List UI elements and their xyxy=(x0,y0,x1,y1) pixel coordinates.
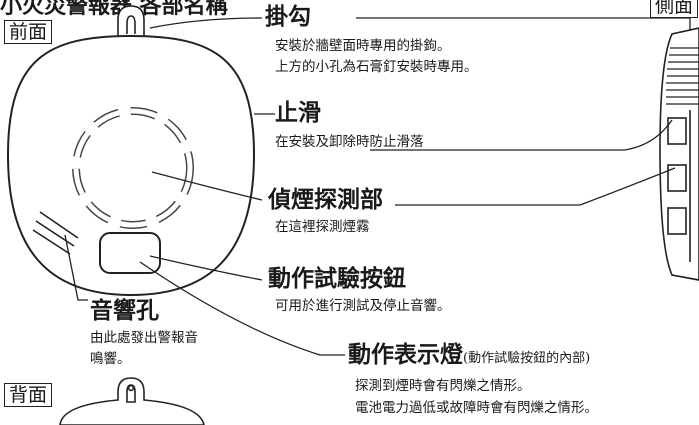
side-view-shape xyxy=(659,27,699,281)
part-lamp-title: 動作表示燈(動作試驗按鈕的內部) xyxy=(348,342,590,372)
part-sound-line-1: 由此處發出警報音 xyxy=(90,330,198,346)
test-button-shape xyxy=(99,232,161,274)
side-view-label: 側面 xyxy=(650,0,699,18)
part-antislip-title: 止滑 xyxy=(275,99,321,126)
part-sensor-title: 偵煙探測部 xyxy=(268,186,383,213)
back-view-label: 背面 xyxy=(4,383,53,407)
part-lamp-line-2: 電池電力過低或故障時會有閃爍之情形。 xyxy=(355,400,598,416)
part-sensor-line-1: 在這裡探測煙霧 xyxy=(275,219,370,235)
part-hook-line-2: 上方的小孔為石膏釘安裝時專用。 xyxy=(275,59,478,75)
header-fragment: 小火災警報器 各部名稱 xyxy=(0,0,228,19)
part-button-title: 動作試驗按鈕 xyxy=(268,265,406,292)
back-hook-icon xyxy=(59,377,205,425)
part-lamp-note: (動作試驗按鈕的內部) xyxy=(463,351,591,366)
part-lamp-line-1: 探測到煙時會有閃爍之情形。 xyxy=(355,378,531,394)
part-antislip-line-1: 在安裝及卸除時防止滑落 xyxy=(275,134,424,150)
part-button-line-1: 可用於進行測試及停止音響。 xyxy=(275,298,451,314)
part-lamp-name: 動作表示燈 xyxy=(348,341,463,368)
part-sound-title: 音響孔 xyxy=(90,297,159,324)
front-body xyxy=(6,34,256,297)
part-sound-line-2: 鳴響。 xyxy=(90,351,131,367)
part-hook-line-1: 安裝於牆壁面時專用的掛鉤。 xyxy=(275,38,451,54)
front-view-label: 前面 xyxy=(4,20,53,44)
leader-lines xyxy=(64,17,691,356)
part-hook-title: 掛勾 xyxy=(265,3,311,30)
hook-icon xyxy=(117,5,145,39)
sound-holes-icon xyxy=(32,211,79,255)
